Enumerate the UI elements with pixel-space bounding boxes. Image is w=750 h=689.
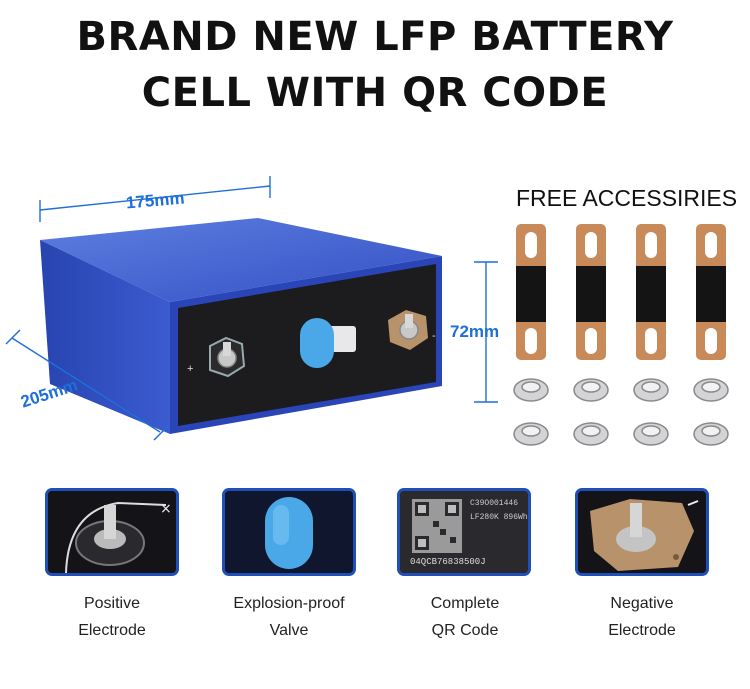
- thumb-negative-electrode: [575, 488, 709, 576]
- caption-line: Electrode: [608, 622, 676, 639]
- thumb-explosion-proof-valve: [222, 488, 356, 576]
- qr-serial: 04QCB76838500J: [410, 557, 486, 567]
- nut-icon: [633, 378, 669, 402]
- caption-line: Electrode: [78, 622, 146, 639]
- caption-line: Complete: [430, 595, 500, 612]
- busbar-icon-3: [636, 224, 666, 360]
- thumb-positive-electrode: ×: [45, 488, 179, 576]
- caption-line: Explosion-proof: [233, 595, 345, 612]
- qr-code-line-2: LF280K 896Wh: [470, 513, 528, 522]
- nut-icon: [513, 422, 549, 446]
- valve-icon: [225, 491, 353, 573]
- valve-icon: [300, 318, 356, 368]
- nut-icon: [513, 378, 549, 402]
- busbar-icon-1: [516, 224, 546, 360]
- negative-terminal-icon: [388, 310, 428, 350]
- busbar-row: [516, 224, 726, 360]
- positive-mark: +: [187, 363, 194, 375]
- nut-icon: [573, 422, 609, 446]
- nut-grid: [513, 378, 729, 446]
- caption-negative-electrode: Negative Electrode: [557, 590, 727, 644]
- svg-text:×: ×: [160, 501, 172, 517]
- nut-icon: [573, 378, 609, 402]
- positive-terminal-icon: [209, 336, 246, 378]
- caption-line: Valve: [269, 622, 309, 639]
- busbar-icon-2: [576, 224, 606, 360]
- positive-electrode-icon: ×: [48, 491, 176, 573]
- nut-icon: [693, 378, 729, 402]
- negative-electrode-icon: [578, 491, 706, 573]
- caption-line: Positive: [83, 595, 141, 612]
- caption-line: Negative: [610, 595, 674, 612]
- nut-icon: [633, 422, 669, 446]
- qr-code-icon: [400, 491, 528, 573]
- headline-line-2: CELL WITH QR CODE: [141, 70, 609, 116]
- caption-qr-code: Complete QR Code: [380, 590, 550, 644]
- caption-explosion-proof-valve: Explosion-proof Valve: [204, 590, 374, 644]
- height-dimension-label: 72mm: [450, 322, 500, 341]
- caption-line: QR Code: [431, 622, 499, 639]
- qr-code-line-1: C39O001446: [470, 499, 519, 508]
- nut-icon: [693, 422, 729, 446]
- battery-illustration: [5, 176, 498, 441]
- busbar-icon-4: [696, 224, 726, 360]
- headline-line-1: BRAND NEW LFP BATTERY: [76, 14, 674, 60]
- negative-mark: -: [432, 330, 436, 342]
- accessories-title: FREE ACCESSIRIES: [516, 185, 738, 211]
- caption-positive-electrode: Positive Electrode: [27, 590, 197, 644]
- thumb-qr-code: C39O001446 LF280K 896Wh 04QCB76838500J: [397, 488, 531, 576]
